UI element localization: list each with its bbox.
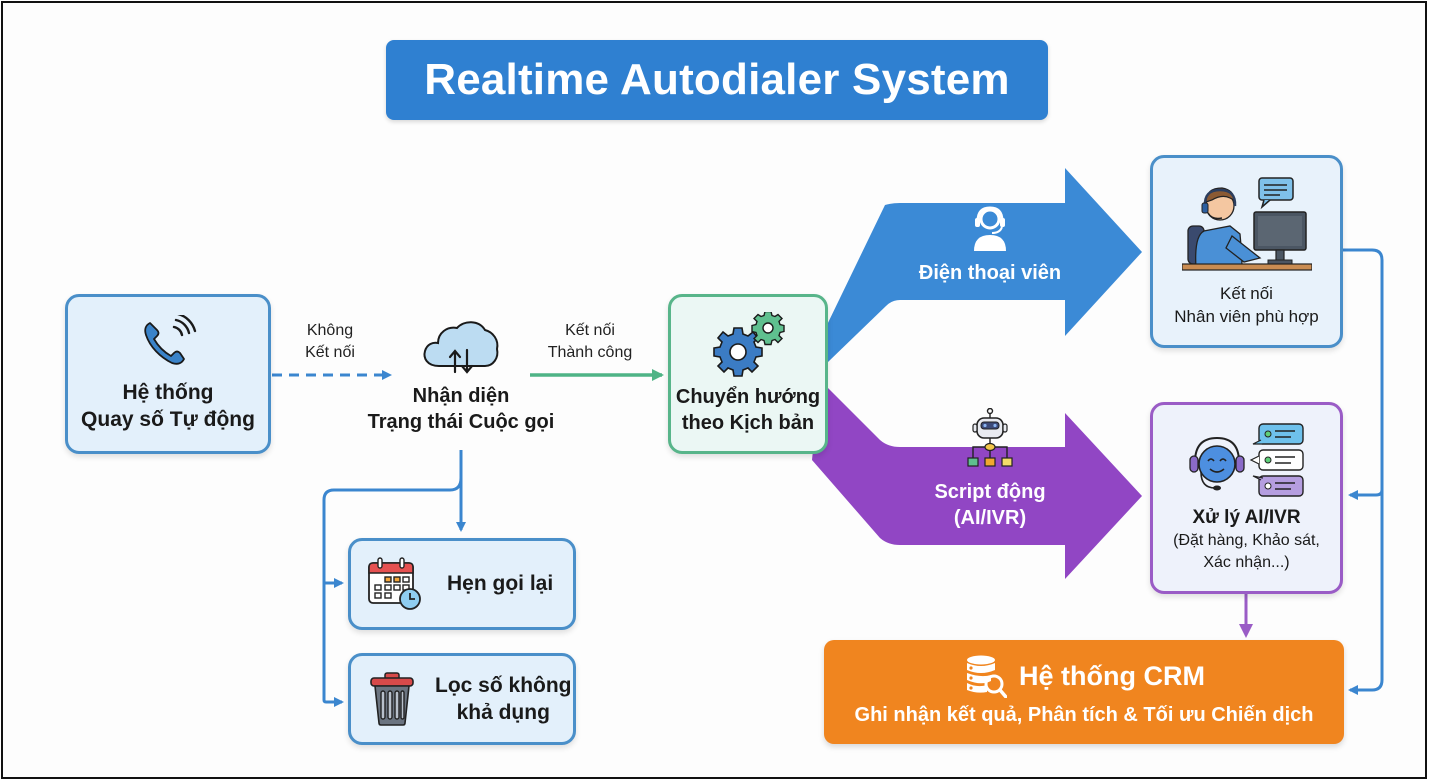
- agent-connect-label-line2: Nhân viên phù hợp: [1174, 306, 1319, 326]
- node-crm[interactable]: Hệ thống CRM Ghi nhận kết quả, Phân tích…: [824, 640, 1344, 744]
- callback-label: Hẹn gọi lại: [447, 572, 554, 595]
- headset-user-icon: [974, 206, 1006, 251]
- ai-ivr-detail-line2: Xác nhận...): [1203, 554, 1290, 571]
- filter-label-line2: khả dụng: [456, 701, 550, 724]
- script-routing-label-line2: theo Kịch bản: [681, 412, 815, 434]
- agent-branch-label: Điện thoại viên: [900, 205, 1080, 285]
- agent-to-ai-connector: [1348, 489, 1384, 500]
- crm-title: Hệ thống CRM: [1019, 660, 1205, 691]
- node-ai-ivr[interactable]: Xử lý AI/IVR (Đặt hàng, Khảo sát, Xác nh…: [1150, 402, 1343, 594]
- ai-chatbot-icon: [1188, 423, 1304, 497]
- agent-at-computer-icon: [1181, 176, 1312, 271]
- script-branch-text-line2: (AI/IVR): [953, 507, 1027, 529]
- script-branch-label: Script động (AI/IVR): [900, 407, 1080, 531]
- ai-ivr-title: Xử lý AI/IVR: [1192, 507, 1301, 528]
- node-call-status[interactable]: Nhận diện Trạng thái Cuộc gọi: [355, 316, 567, 446]
- agent-connect-label-line1: Kết nối: [1220, 283, 1273, 303]
- trash-bin-icon: [370, 672, 414, 726]
- no-connect-label-line1: Không: [306, 322, 354, 339]
- connected-label-line1: Kết nối: [565, 322, 615, 339]
- autodialer-label-line1: Hệ thống: [122, 381, 214, 404]
- cloud-sync-icon: [423, 321, 499, 374]
- no-connect-label-line2: Kết nối: [305, 344, 355, 361]
- database-search-icon: [967, 655, 1008, 698]
- calendar-clock-icon: [368, 557, 421, 610]
- agent-branch-text: Điện thoại viên: [918, 262, 1062, 284]
- agent-right-connector: [1343, 248, 1384, 695]
- phone-ringing-icon: [144, 315, 197, 365]
- script-branch-text-line1: Script động: [934, 481, 1046, 503]
- script-branch-arrow: [812, 380, 1142, 579]
- node-autodialer[interactable]: Hệ thống Quay số Tự động: [65, 294, 271, 454]
- connected-label-line2: Thành công: [547, 344, 633, 361]
- autodialer-label-line2: Quay số Tự động: [81, 408, 255, 431]
- page-title: Realtime Autodialer System: [386, 40, 1048, 120]
- filter-label-line1: Lọc số không: [435, 674, 572, 697]
- agent-branch-arrow: [810, 168, 1142, 362]
- call-status-label-line2: Trạng thái Cuộc gọi: [367, 411, 555, 433]
- crm-title-row: Hệ thống CRM: [824, 654, 1344, 698]
- node-script-routing[interactable]: Chuyển hướng theo Kịch bản: [668, 294, 828, 454]
- node-callback[interactable]: Hẹn gọi lại: [348, 538, 576, 630]
- connected-label: Kết nối Thành công: [535, 320, 645, 364]
- gears-icon: [713, 312, 785, 377]
- status-left-connector: [322, 477, 463, 707]
- ai-ivr-detail-line1: (Đặt hàng, Khảo sát,: [1173, 532, 1320, 549]
- call-status-label-line1: Nhận diện: [412, 385, 510, 407]
- node-agent-connect[interactable]: Kết nối Nhân viên phù hợp: [1150, 155, 1343, 348]
- node-filter[interactable]: Lọc số không khả dụng: [348, 653, 576, 745]
- robot-flow-icon: [967, 407, 1013, 467]
- script-routing-label-line1: Chuyển hướng: [675, 386, 821, 408]
- no-connect-label: Không Kết nối: [295, 320, 365, 364]
- crm-subtitle: Ghi nhận kết quả, Phân tích & Tối ưu Chi…: [854, 704, 1314, 726]
